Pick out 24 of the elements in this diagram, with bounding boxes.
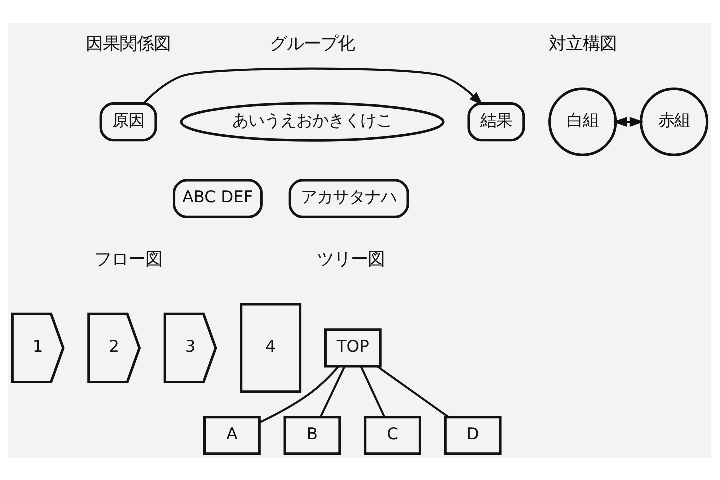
node-box: 4	[240, 302, 302, 393]
label: ツリー図	[317, 249, 386, 270]
node-box: 結果	[468, 102, 526, 142]
label: グループ化	[270, 34, 355, 54]
node-circle: 赤組	[640, 87, 709, 156]
arrow	[143, 67, 484, 106]
node-box: B	[284, 416, 342, 455]
node-box: A	[203, 416, 261, 455]
node-box: TOP	[324, 328, 382, 368]
connector	[259, 366, 340, 424]
arrow	[612, 116, 644, 127]
label: 対立構図	[548, 34, 617, 54]
node-circle: 白組	[548, 87, 618, 156]
label: 因果関係図	[86, 34, 172, 54]
node-box: D	[444, 416, 502, 455]
connector	[360, 366, 386, 418]
connector	[320, 366, 346, 418]
label: フロー図	[94, 249, 163, 270]
node-box: アカサタナハ	[288, 178, 410, 218]
node-box: 原因	[100, 102, 158, 142]
node-box: C	[364, 416, 422, 455]
connector	[377, 365, 450, 418]
node-box: ABC DEF	[172, 178, 263, 218]
node-ellipse: あいうえおかきくけこ	[180, 102, 445, 142]
